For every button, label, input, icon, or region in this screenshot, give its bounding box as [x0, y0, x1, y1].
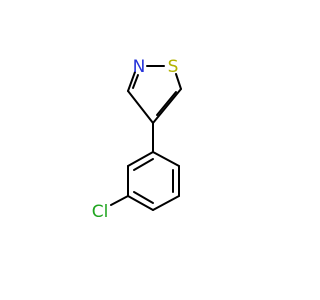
bond-c3-c4: [127, 90, 154, 124]
molecule-structure: N S Cl: [92, 57, 182, 222]
nitrogen-label: N: [133, 57, 146, 77]
chlorine-label: Cl: [92, 202, 109, 222]
bond-ar3-cl: [110, 195, 129, 206]
bonds: [110, 65, 182, 211]
bond-c4-c5-double: [156, 91, 177, 116]
sulfur-label: S: [168, 57, 179, 77]
bond-c3-n-double: [132, 74, 139, 89]
bond-ar1-ar2-inner: [133, 158, 154, 171]
bond-ar1-ar2: [127, 151, 154, 167]
bond-c4-c5: [152, 88, 182, 124]
bond-ar3-ar4: [127, 195, 154, 211]
atom-labels: N S Cl: [92, 57, 179, 222]
bond-ar4-ar5: [152, 195, 180, 211]
bond-ar6-ar1: [152, 151, 180, 167]
bond-c5-s: [175, 73, 182, 90]
bond-n-c3: [127, 71, 136, 92]
bond-ar3-ar4-inner: [133, 191, 154, 204]
